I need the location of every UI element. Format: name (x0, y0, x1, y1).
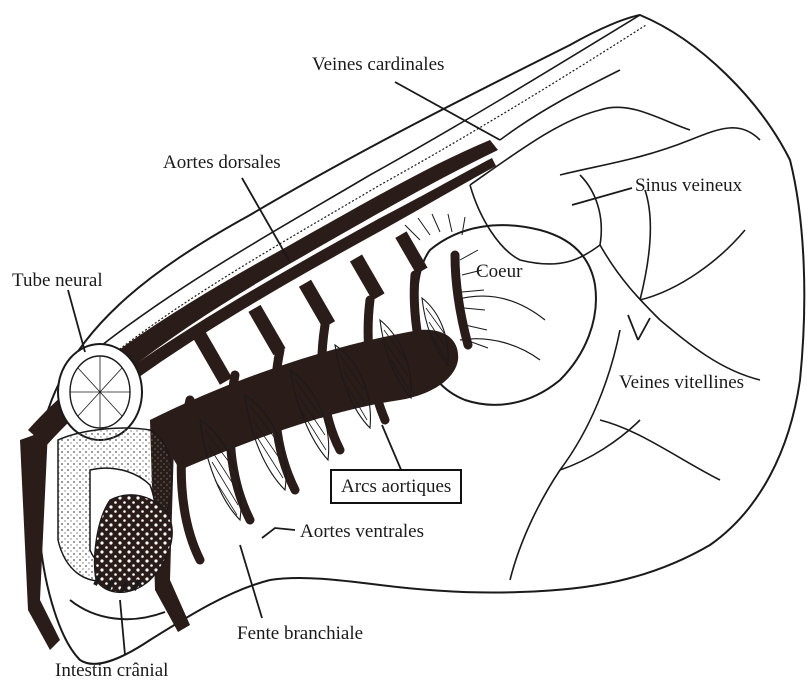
ventral-aorta (150, 330, 458, 470)
front-vessel-left (20, 430, 60, 650)
label-coeur: Coeur (476, 262, 522, 281)
vitelline-veins (470, 70, 760, 580)
label-intestin-cranial: Intestin crânial (55, 661, 168, 680)
label-tube-neural: Tube neural (12, 271, 103, 290)
label-aortes-ventrales: Aortes ventrales (300, 522, 424, 541)
label-fente-branchiale: Fente branchiale (237, 624, 363, 643)
label-veines-vitellines: Veines vitellines (619, 373, 744, 392)
neural-tube-drawing (58, 344, 142, 440)
label-veines-cardinales: Veines cardinales (312, 55, 444, 74)
label-aortes-dorsales: Aortes dorsales (163, 153, 281, 172)
label-arcs-aortiques: Arcs aortiques (330, 469, 462, 504)
label-sinus-veineux: Sinus veineux (635, 176, 742, 195)
